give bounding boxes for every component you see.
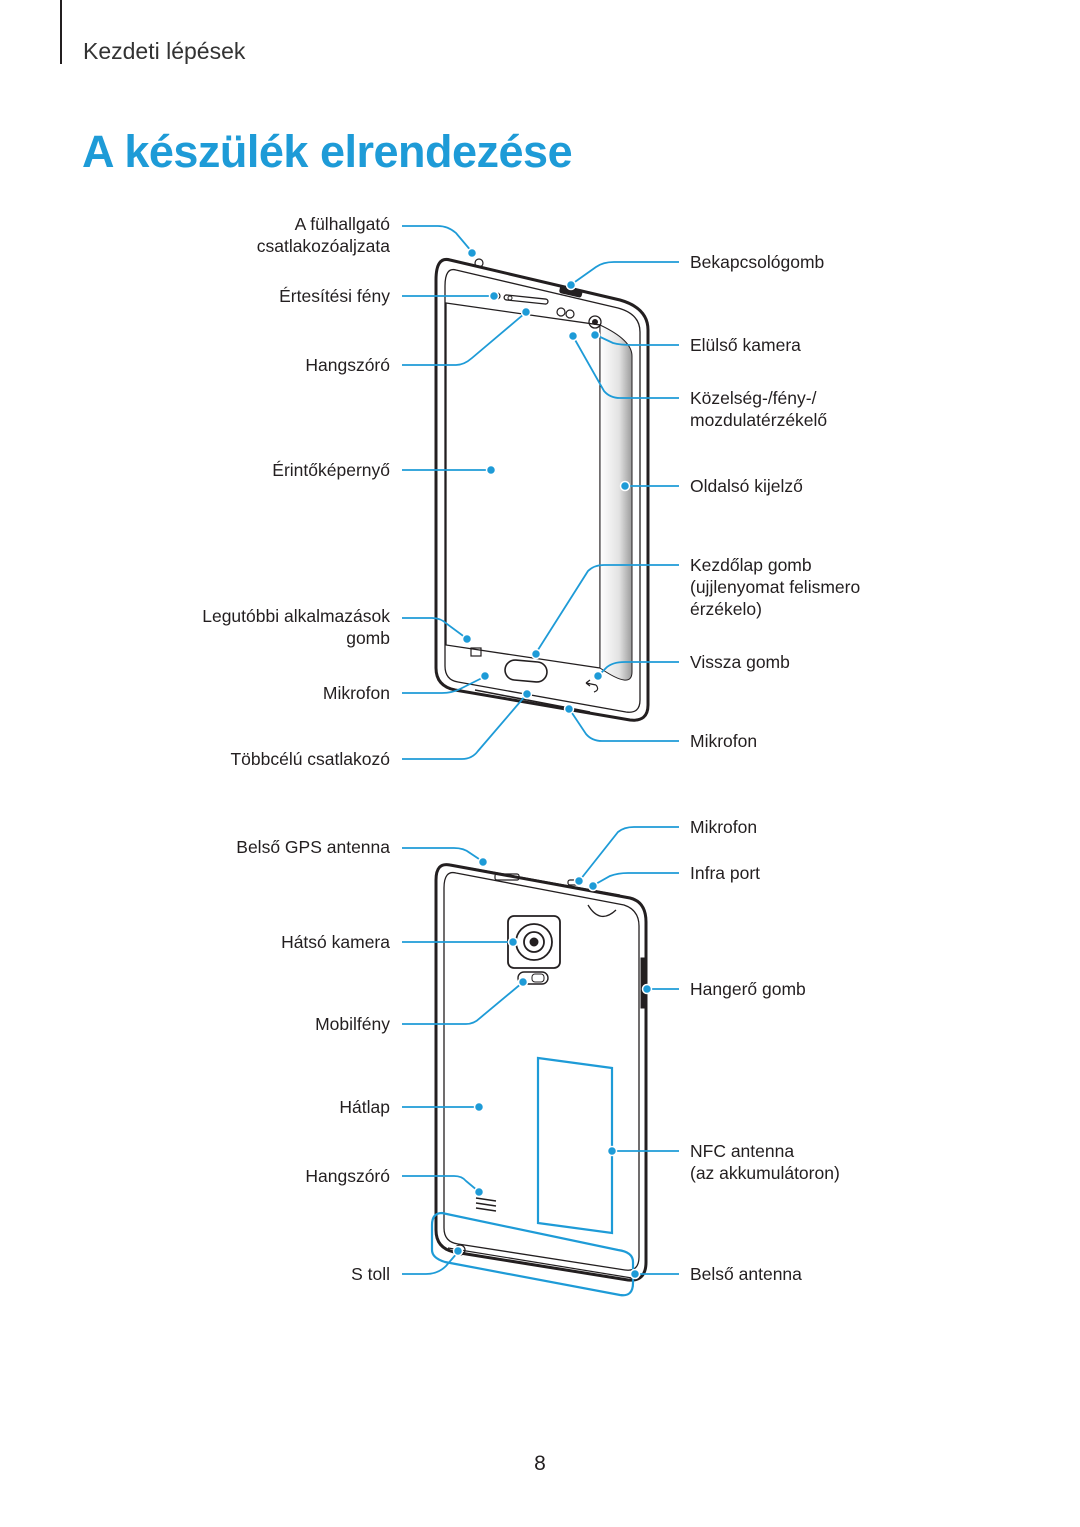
label-s-pen: S toll bbox=[351, 1264, 390, 1284]
section-title: Kezdeti lépések bbox=[83, 38, 246, 64]
label-multipurpose-jack: Többcélú csatlakozó bbox=[230, 749, 390, 769]
label-speaker-back: Hangszóró bbox=[305, 1166, 390, 1186]
front-right-leaders bbox=[535, 261, 679, 742]
leader-dots bbox=[452, 247, 653, 1280]
back-device-illustration bbox=[434, 863, 648, 1282]
label-infrared-port: Infra port bbox=[690, 863, 761, 883]
label-microphone-top: Mikrofon bbox=[690, 817, 758, 837]
label-microphone-bottom-left: Mikrofon bbox=[322, 683, 390, 703]
label-back-button: Vissza gomb bbox=[690, 652, 790, 672]
label-internal-antenna: Belső antenna bbox=[690, 1264, 802, 1284]
label-power-button: Bekapcsológomb bbox=[690, 252, 825, 272]
label-touchscreen: Érintőképernyő bbox=[272, 460, 390, 480]
label-microphone-bottom-right: Mikrofon bbox=[690, 731, 758, 751]
page-number: 8 bbox=[534, 1452, 546, 1475]
label-volume-button: Hangerő gomb bbox=[690, 979, 806, 999]
label-front-camera: Elülső kamera bbox=[690, 335, 801, 355]
front-device-illustration bbox=[434, 257, 650, 722]
label-notification-light: Értesítési fény bbox=[279, 286, 390, 306]
internal-antenna-outline bbox=[430, 1211, 635, 1297]
back-leaders bbox=[402, 826, 679, 1275]
label-rear-camera: Hátsó kamera bbox=[281, 932, 390, 952]
front-left-leaders bbox=[402, 225, 527, 760]
label-sensors: Közelség-/fény-/mozdulatérzékelő bbox=[690, 388, 828, 430]
label-nfc-antenna: NFC antenna(az akkumulátoron) bbox=[690, 1141, 840, 1183]
label-side-display: Oldalsó kijelző bbox=[690, 476, 803, 496]
label-back-cover: Hátlap bbox=[339, 1097, 390, 1117]
label-flash: Mobilfény bbox=[315, 1014, 390, 1034]
header-rule bbox=[60, 0, 62, 64]
label-speaker: Hangszóró bbox=[305, 355, 390, 375]
page-title: A készülék elrendezése bbox=[82, 126, 573, 177]
label-gps-antenna: Belső GPS antenna bbox=[236, 837, 390, 857]
